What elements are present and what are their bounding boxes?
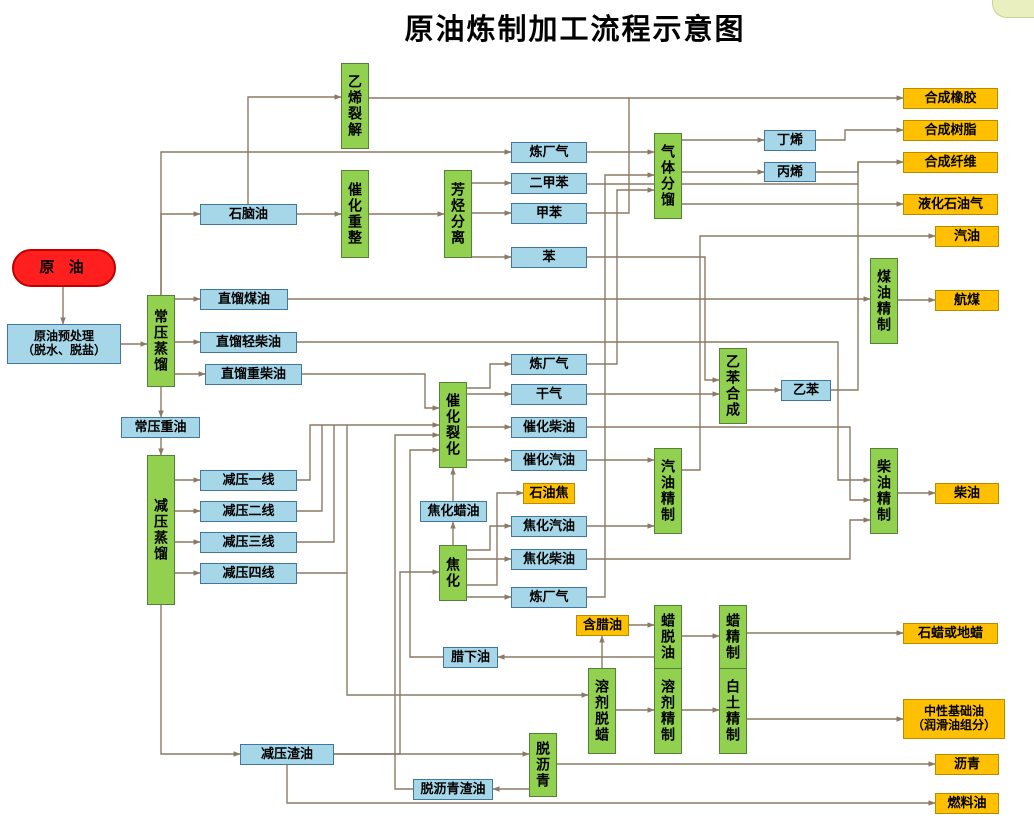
node-deasphalted-residue: 脱沥青渣油 — [413, 779, 493, 800]
node-solvent-dewaxing: 溶剂脱蜡 — [588, 668, 616, 754]
node-kerosene-refining: 煤油精制 — [870, 258, 898, 344]
node-synthetic-resin: 合成树脂 — [903, 120, 998, 141]
edge-refinery-gas-3-to-gas-fractionation — [587, 172, 655, 598]
node-synthetic-fiber: 合成纤维 — [903, 152, 998, 173]
edge-vacuum-line-2-to-catalytic-cracking — [297, 425, 323, 512]
node-vacuum-line-1: 减压一线 — [200, 470, 297, 491]
edge-coking-diesel-to-diesel-refining — [587, 517, 871, 560]
node-ethylbenzene: 乙苯 — [781, 380, 831, 401]
edge-toluene-to-synthetic-rubber — [587, 98, 630, 214]
node-deasphalting: 脱沥青 — [529, 733, 557, 797]
node-vacuum-line-4: 减压四线 — [200, 563, 297, 584]
edge-naphtha-to-ethylene-cracking — [247, 94, 342, 204]
node-aromatics-separation: 芳烃分离 — [444, 170, 472, 258]
edge-vacuum-residue-to-coking — [334, 569, 440, 755]
node-vacuum-line-2: 减压二线 — [200, 501, 297, 522]
node-sr-light-diesel: 直馏轻柴油 — [200, 332, 297, 353]
edge-catalytic-cracking-to-refinery-gas-2 — [467, 361, 512, 389]
node-vacuum-distillation: 减压蒸馏 — [147, 455, 175, 605]
node-gasoline: 汽油 — [935, 226, 999, 247]
node-gas-fractionation: 气体分馏 — [654, 133, 682, 219]
node-ethylene-cracking: 乙烯裂解 — [341, 63, 369, 149]
node-synthetic-rubber: 合成橡胶 — [903, 88, 998, 109]
edge-vacuum-distillation-to-vacuum-residue — [160, 605, 241, 757]
edge-catalytic-diesel-to-diesel-refining — [587, 426, 871, 503]
node-butene: 丁烯 — [764, 130, 816, 151]
node-refinery-gas-3: 炼厂气 — [511, 587, 587, 608]
node-atmospheric-heavy-oil: 常压重油 — [121, 417, 200, 438]
node-waxy-oil: 含腊油 — [576, 615, 629, 636]
node-xylene: 二甲苯 — [511, 173, 587, 194]
edge-butene-to-synthetic-resin — [816, 127, 904, 141]
node-wax-deoiling: 蜡脱油 — [654, 605, 682, 669]
node-coking: 焦化 — [439, 545, 467, 601]
node-coking-wax-oil: 焦化蜡油 — [420, 501, 487, 522]
node-sr-kerosene: 直馏煤油 — [200, 289, 288, 310]
node-foots-oil: 腊下油 — [443, 647, 498, 668]
node-benzene: 苯 — [511, 247, 587, 268]
edge-benzene-to-ethylbenzene-synthesis — [587, 256, 720, 383]
node-asphalt: 沥青 — [935, 754, 999, 775]
edge-coking-to-coking-gasoline — [467, 523, 512, 551]
node-paraffin-wax: 石蜡或地蜡 — [903, 623, 998, 644]
edge-deasphalted-residue-to-catalytic-cracking — [394, 432, 440, 790]
node-catalytic-gasoline: 催化汽油 — [511, 450, 587, 471]
edge-atmospheric-distillation-to-naphtha — [160, 211, 201, 295]
node-lpg: 液化石油气 — [903, 194, 998, 215]
node-diesel-refining: 柴油精制 — [870, 448, 898, 534]
node-catalytic-diesel: 催化柴油 — [511, 417, 587, 438]
node-pretreatment: 原油预处理 （脱水、脱盐） — [7, 324, 121, 364]
edge-refinery-gas-2-to-gas-fractionation — [587, 187, 655, 365]
node-petroleum-coke: 石油焦 — [523, 483, 575, 504]
node-refinery-gas-1: 炼厂气 — [511, 142, 587, 163]
node-refinery-gas-2: 炼厂气 — [511, 354, 587, 375]
edge-vacuum-line-4-to-catalytic-cracking — [297, 425, 348, 574]
edge-propylene-to-synthetic-fiber — [816, 159, 904, 173]
node-solvent-refining: 溶剂精制 — [654, 668, 682, 754]
node-catalytic-cracking: 催化裂化 — [439, 382, 467, 468]
node-diesel: 柴油 — [935, 483, 999, 504]
node-gasoline-refining: 汽油精制 — [654, 448, 682, 534]
node-vacuum-line-3: 减压三线 — [200, 532, 297, 553]
node-jet-fuel: 航煤 — [935, 290, 999, 311]
node-coking-diesel: 焦化柴油 — [511, 549, 587, 570]
edge-sr-heavy-diesel-to-catalytic-cracking — [302, 373, 440, 411]
node-coking-gasoline: 焦化汽油 — [511, 516, 587, 537]
node-atmospheric-distillation: 常压蒸馏 — [147, 295, 175, 387]
edge-vacuum-line-3-to-catalytic-cracking — [297, 425, 335, 543]
node-catalytic-reforming: 催化重整 — [341, 170, 369, 258]
corner-decoration — [992, 0, 1034, 18]
node-fuel-oil: 燃料油 — [935, 793, 999, 814]
node-crude-oil: 原 油 — [12, 249, 116, 287]
page-title: 原油炼制加工流程示意图 — [404, 14, 746, 46]
node-propylene: 丙烯 — [764, 162, 816, 182]
node-ethylbenzene-synthesis: 乙苯合成 — [719, 348, 747, 424]
node-dry-gas: 干气 — [511, 384, 587, 405]
edge-vacuum-line-1-to-catalytic-cracking — [297, 422, 440, 481]
node-naphtha: 石脑油 — [200, 204, 297, 225]
node-neutral-base-oil: 中性基础油 （润滑油组分） — [903, 699, 1005, 739]
node-clay-refining: 白土精制 — [719, 668, 747, 754]
edge-vacuum-residue-to-fuel-oil — [286, 765, 936, 806]
node-vacuum-residue: 减压渣油 — [240, 744, 334, 765]
node-wax-refining: 蜡精制 — [719, 605, 747, 669]
edge-xylene-to-synthetic-fiber — [587, 163, 859, 185]
node-toluene: 甲苯 — [511, 203, 587, 224]
edge-ethylbenzene-to-synthetic-resin — [831, 184, 859, 391]
node-sr-heavy-diesel: 直馏重柴油 — [205, 364, 302, 385]
